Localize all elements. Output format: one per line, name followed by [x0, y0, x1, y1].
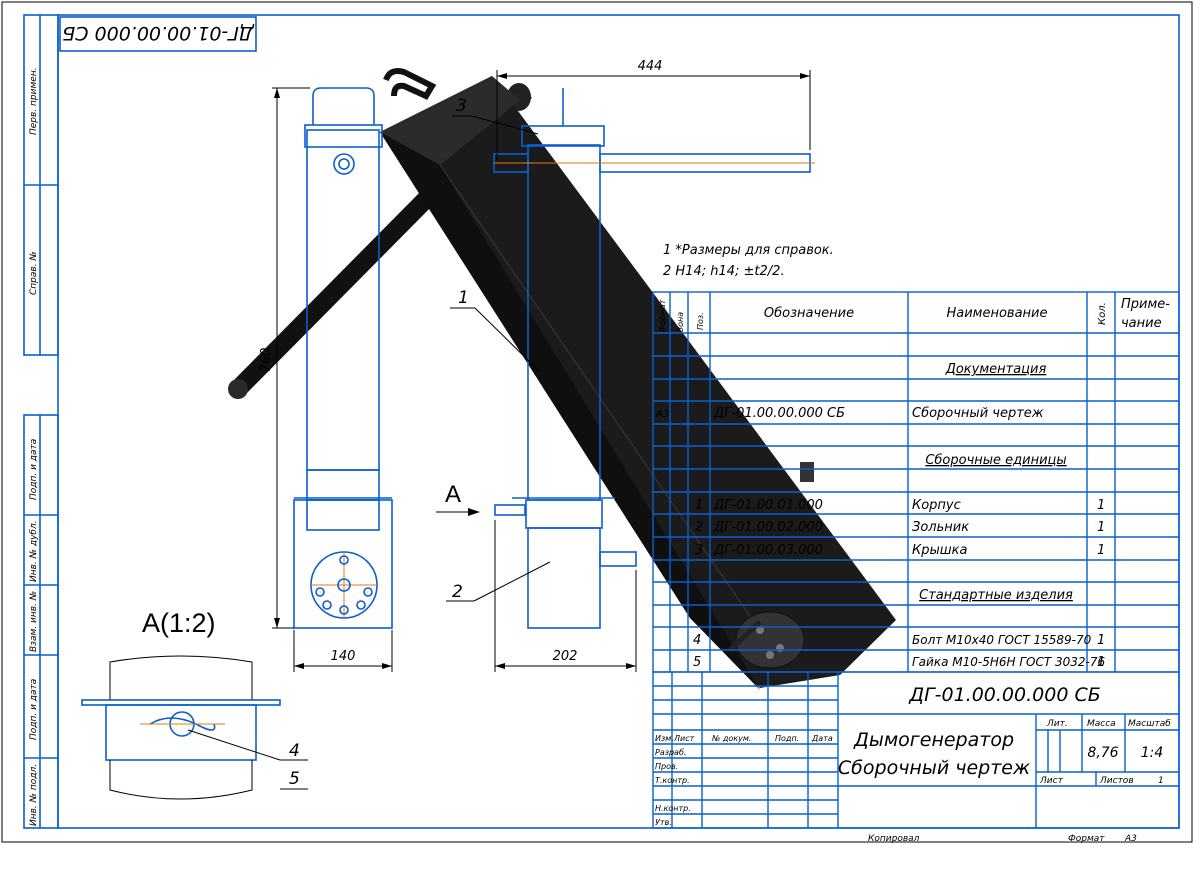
footer-format: Формат	[1068, 834, 1105, 844]
side-podp-data-2: Подп. и дата	[29, 679, 39, 740]
note-2: 2 H14; h14; ±t2/2.	[663, 264, 785, 279]
tb-title-2: Сборочный чертеж	[838, 757, 1030, 779]
spec-std-1-name: Болт М10х40 ГОСТ 15589-70	[912, 633, 1092, 647]
spec-unit-1-poz: 1	[695, 498, 703, 513]
title-block-text: ДГ-01.00.00.000 СБ Дымогенератор Сборочн…	[655, 684, 1171, 827]
front-view	[293, 87, 393, 629]
smoke-generator-3d-view	[228, 68, 896, 690]
side-inv-podl: Инв. № подл.	[29, 764, 39, 826]
callouts: 3 1 2 4 5	[289, 96, 551, 789]
tb-prov: Пров.	[655, 762, 678, 771]
tb-razrab: Разраб.	[655, 748, 686, 757]
tb-list: Лист	[1039, 776, 1064, 786]
dim-760: 760	[259, 348, 274, 373]
spec-unit-3-designation: ДГ-01.00.03.000	[713, 543, 823, 558]
spec-unit-1-name: Корпус	[912, 498, 961, 513]
side-column: Перв. примен. Справ. № Подп. и дата Инв.…	[23, 14, 59, 829]
spec-hdr-kol: Кол.	[1097, 302, 1108, 325]
spec-unit-1-qty: 1	[1097, 498, 1105, 513]
tb-lit: Лит.	[1046, 719, 1068, 729]
callout-1: 1	[458, 288, 469, 308]
spec-unit-3-qty: 1	[1097, 543, 1105, 558]
sheet-outer-border	[1, 1, 1193, 843]
spec-unit-2-designation: ДГ-01.00.02.000	[713, 520, 823, 535]
callout-5: 5	[289, 769, 300, 789]
spec-unit-3-name: Крышка	[912, 543, 967, 558]
side-podp-data-1: Подп. и дата	[29, 439, 39, 500]
spec-std-2-poz: 5	[693, 655, 701, 670]
tb-nkontr: Н.контр.	[655, 804, 691, 813]
section-label: А(1:2)	[142, 608, 216, 638]
side-perv-primen: Перв. примен.	[29, 67, 39, 135]
spec-unit-2-name: Зольник	[912, 520, 969, 535]
tb-massa: Масса	[1087, 719, 1116, 729]
tb-masshtab-value: 1:4	[1141, 745, 1164, 761]
callout-2: 2	[452, 582, 463, 602]
spec-hdr-prim-2: чание	[1121, 316, 1162, 331]
note-1: 1 *Размеры для справок.	[663, 243, 834, 258]
spec-std-1-poz: 4	[693, 633, 701, 648]
callout-3: 3	[456, 96, 467, 116]
spec-unit-3-poz: 3	[695, 543, 703, 558]
spec-section-standard: Стандартные изделия	[919, 588, 1073, 603]
tb-col-izm: Изм.	[655, 734, 674, 743]
dim-140: 140	[331, 649, 356, 664]
designation-stamp-text: ДГ-01.00.00.000 СБ	[62, 22, 255, 44]
tb-tkontr: Т.контр.	[655, 776, 690, 785]
spec-section-units: Сборочные единицы	[925, 453, 1066, 468]
spec-unit-1-designation: ДГ-01.00.01.000	[713, 498, 823, 513]
side-inv-dubl: Инв. № дубл.	[29, 520, 39, 582]
side-view	[493, 88, 815, 629]
tb-utv: Утв.	[655, 818, 672, 827]
spec-hdr-zona: Зона	[676, 312, 685, 332]
dim-202: 202	[553, 649, 578, 664]
tb-title-1: Дымогенератор	[853, 729, 1014, 751]
designation-stamp: ДГ-01.00.00.000 СБ	[59, 16, 257, 52]
spec-hdr-prim-1: Приме-	[1121, 297, 1170, 312]
spec-unit-2-qty: 1	[1097, 520, 1105, 535]
spec-unit-2-poz: 2	[695, 520, 703, 535]
spec-std-2-name: Гайка М10-5Н6Н ГОСТ 3032-76	[912, 655, 1105, 669]
title-block	[652, 671, 1180, 829]
spec-table	[652, 291, 1180, 673]
side-sprav-no: Справ. №	[29, 251, 39, 295]
tb-col-list: Лист	[673, 734, 695, 743]
tb-massa-value: 8,76	[1087, 745, 1118, 761]
spec-hdr-poz: Поз.	[696, 312, 705, 330]
view-arrow-label: А	[445, 481, 461, 508]
dimensions: 444 760 140 202	[259, 59, 811, 672]
tb-listov-value: 1	[1158, 776, 1164, 786]
tb-col-doc: № докум.	[711, 734, 751, 743]
side-vzam-inv: Взам. инв. №	[29, 591, 39, 652]
tb-col-data: Дата	[811, 734, 833, 743]
spec-hdr-oboznachenie: Обозначение	[764, 306, 854, 321]
spec-doc-name: Сборочный чертеж	[912, 406, 1044, 421]
spec-std-1-qty: 1	[1097, 633, 1105, 648]
spec-std-2-qty: 1	[1097, 655, 1105, 670]
callout-4: 4	[289, 741, 300, 761]
view-arrow: А	[436, 481, 480, 516]
tb-col-podp: Подп.	[775, 734, 799, 743]
spec-hdr-naimenovanie: Наименование	[946, 306, 1047, 321]
tb-designation: ДГ-01.00.00.000 СБ	[908, 684, 1101, 706]
footer-format-value: А3	[1124, 834, 1137, 844]
spec-section-documentation: Документация	[945, 362, 1047, 377]
spec-doc-designation: ДГ-01.00.00.000 СБ	[713, 406, 845, 421]
spec-doc-format: А3	[655, 409, 669, 420]
spec-table-text: Формат Зона Поз. Обозначение Наименовани…	[655, 297, 1170, 670]
spec-hdr-format: Формат	[658, 299, 667, 332]
section-a-view	[81, 655, 308, 800]
tb-masshtab: Масштаб	[1128, 719, 1171, 729]
dim-444: 444	[638, 59, 663, 74]
footer-kopiroval: Копировал	[868, 834, 920, 844]
tb-listov: Листов	[1099, 776, 1134, 786]
